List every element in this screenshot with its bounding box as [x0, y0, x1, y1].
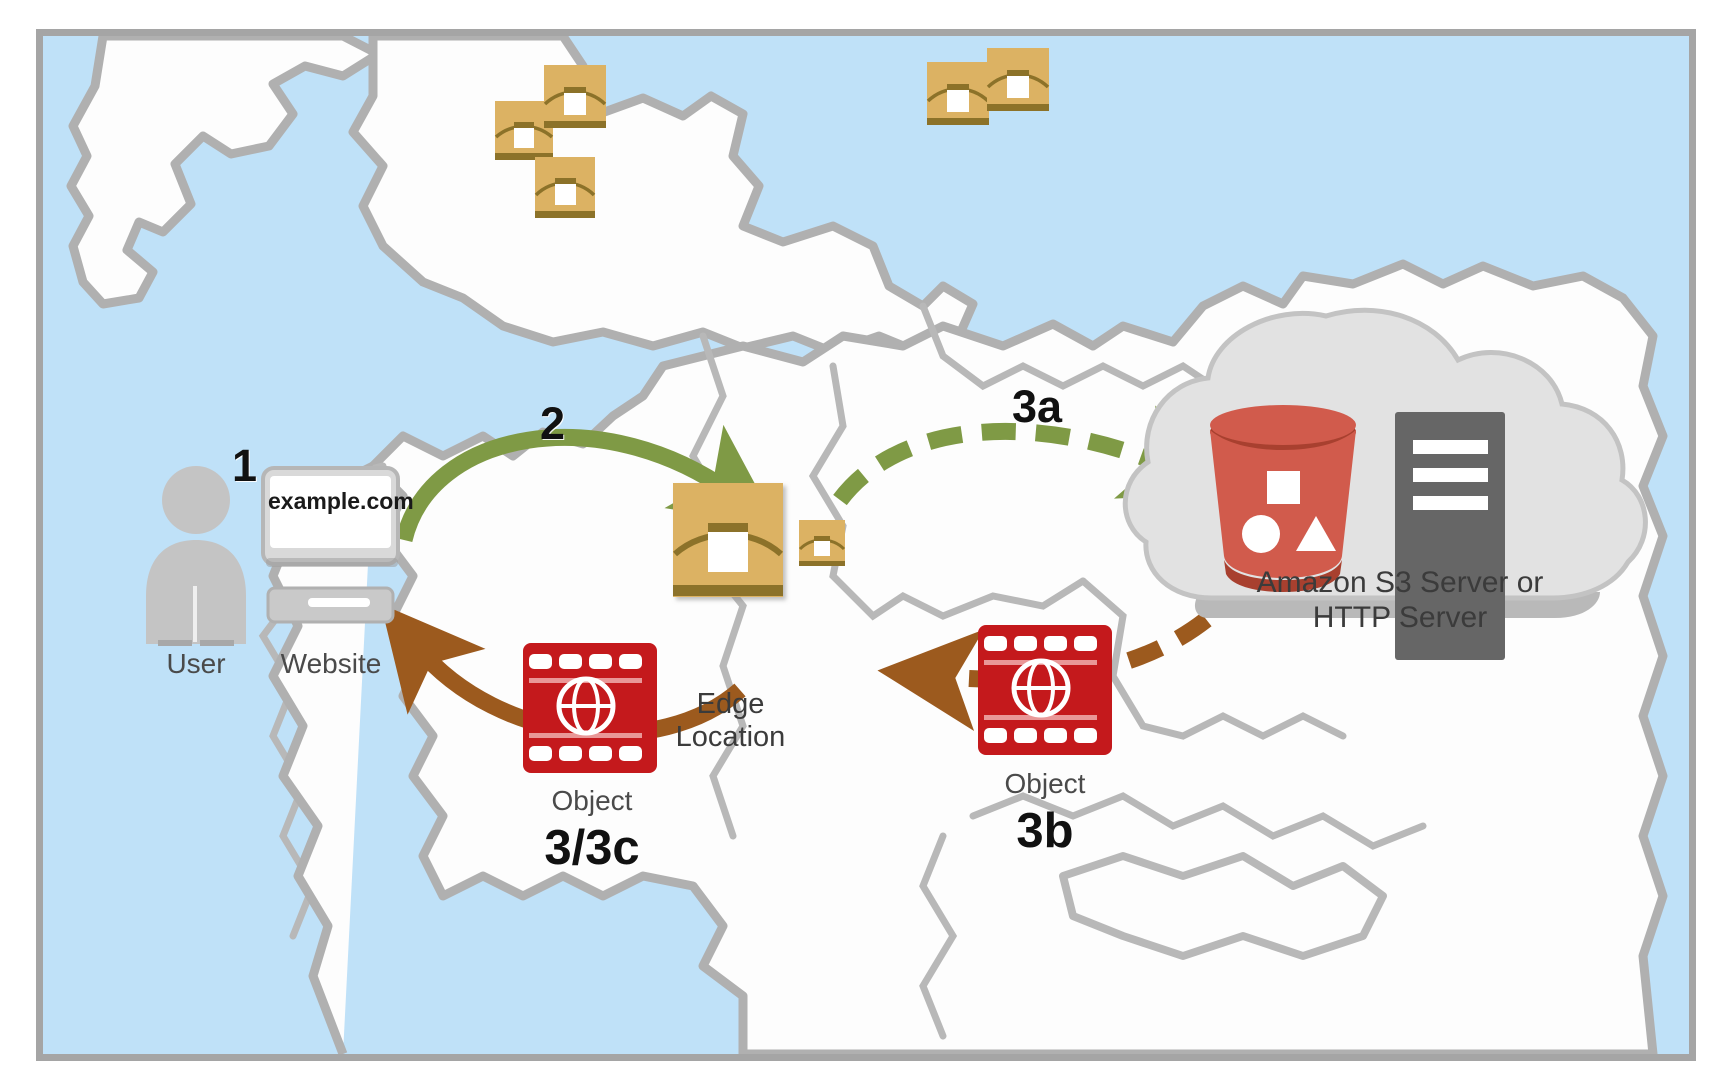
country-outline-alps	[1059, 852, 1387, 960]
object-left-label: Object	[551, 785, 633, 816]
object-right-label: Object	[1004, 768, 1086, 799]
object-left-step: 3/3c	[544, 821, 640, 875]
map-background	[43, 36, 1689, 1054]
border-line-5	[969, 792, 1427, 850]
step-label-3a: 3a	[1012, 381, 1063, 432]
land-ireland	[66, 36, 383, 309]
website-label: Website	[280, 648, 382, 679]
object-right-step: 3b	[1016, 804, 1074, 858]
website-url-text: example.com	[268, 488, 414, 514]
edge-location-label-line2: Location	[675, 721, 786, 753]
edge-location-label-line1: Edge	[696, 688, 765, 720]
user-label: User	[166, 648, 226, 679]
step-label-1: 1	[232, 440, 258, 491]
border-line-6	[919, 832, 958, 1040]
step-label-2: 2	[540, 398, 566, 449]
origin-label-line1: Amazon S3 Server or	[1256, 566, 1544, 599]
map-frame	[36, 29, 1696, 1061]
origin-label-line2: HTTP Server	[1312, 601, 1488, 634]
